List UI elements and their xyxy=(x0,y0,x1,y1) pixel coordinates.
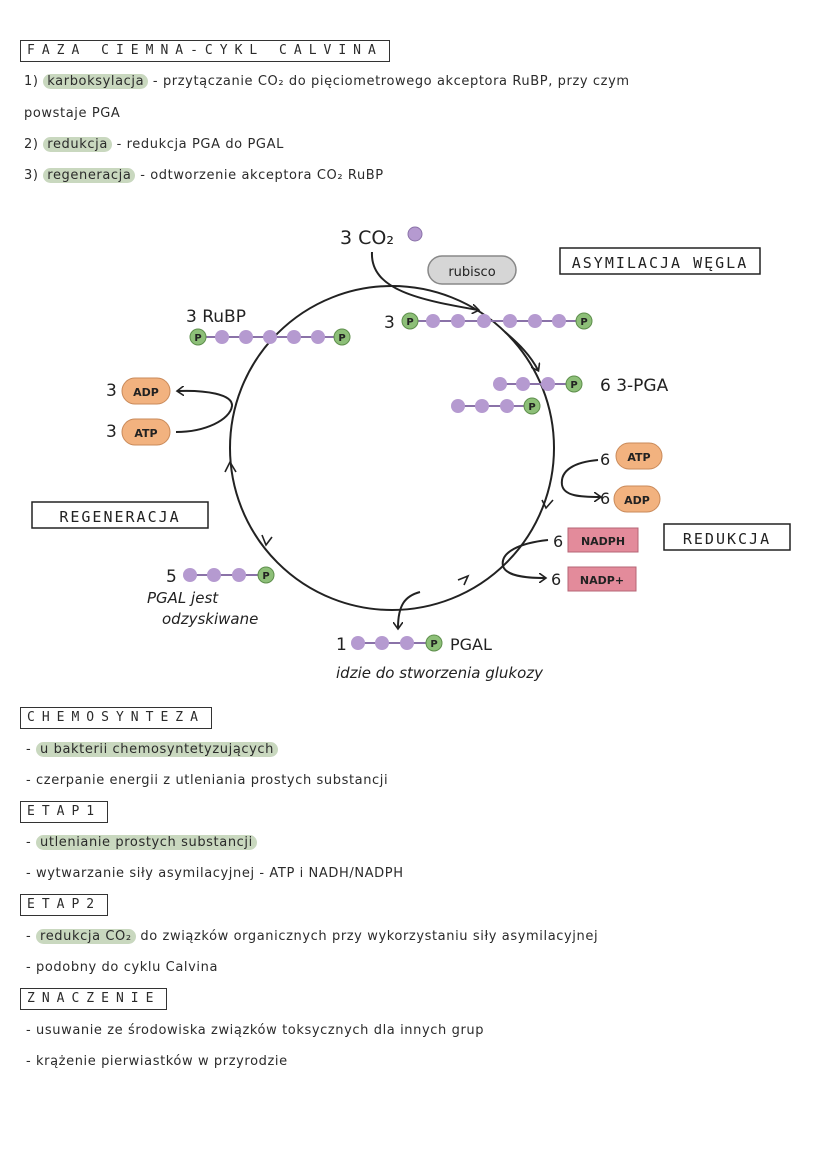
atp-badge-right xyxy=(615,442,663,470)
calvin-step-1-cont: powstaje PGA xyxy=(24,106,121,121)
rubp-molecule: P P xyxy=(189,328,351,346)
calvin-step-1: 1) karboksylacja - przytączanie CO₂ do p… xyxy=(24,74,630,89)
atp-label: ATP xyxy=(627,451,650,464)
znaczenie-line-1: - usuwanie ze środowiska związków toksyc… xyxy=(26,1023,485,1038)
rubisco-label: rubisco xyxy=(448,265,495,280)
phosphate-label: P xyxy=(338,333,345,344)
etap1-line-2: - wytwarzanie siły asymilacyjnej - ATP i… xyxy=(26,866,404,881)
left-atp-arrow xyxy=(176,391,233,433)
nadph-count: 6 xyxy=(553,532,563,551)
atp-badge-left xyxy=(121,418,171,446)
intermediate-count: 3 xyxy=(384,313,395,333)
output-arrow xyxy=(398,591,421,628)
regeneration-box xyxy=(31,501,209,529)
output-label: PGAL xyxy=(450,635,492,654)
adp-label: ADP xyxy=(624,494,650,507)
phosphate-label: P xyxy=(430,639,437,650)
nadp-badge xyxy=(567,566,637,592)
znaczenie-line-2: - krążenie pierwiastków w przyrodzie xyxy=(26,1054,288,1069)
etap2-heading: ETAP2 xyxy=(20,894,109,916)
cycle-arrow-bottom-right xyxy=(457,574,470,586)
etap2-line-2: - podobny do cyklu Calvina xyxy=(26,960,219,975)
nadp-count: 6 xyxy=(551,570,561,589)
atp-adp-arrow xyxy=(560,459,600,497)
regeneration-label: REGENERACJA xyxy=(59,508,180,526)
recycled-count: 5 xyxy=(166,567,177,587)
calvin-cycle-diagram: 3 CO₂ rubisco ASYMILACJA WĘGLA 3 P P P xyxy=(31,226,791,682)
nadp-label: NADP+ xyxy=(580,574,624,587)
phosphate-label: P xyxy=(570,380,577,391)
left-atp-count: 3 xyxy=(106,422,117,442)
output-count: 1 xyxy=(336,635,347,655)
output-pgal-molecule: P xyxy=(351,634,443,652)
chemo-line-2: - czerpanie energii z utleniania prostyc… xyxy=(26,773,389,788)
intermediate-molecule: P P xyxy=(401,312,593,330)
etap2-line-1: - redukcja CO₂ do związków organicznych … xyxy=(26,929,599,944)
output-caption: idzie do stworzenia glukozy xyxy=(336,664,544,682)
left-adp-count: 3 xyxy=(106,381,117,401)
chemo-line-1: - u bakterii chemosyntetyzujących xyxy=(26,742,279,757)
co2-label: 3 CO₂ xyxy=(340,227,394,249)
phosphate-label: P xyxy=(262,571,269,582)
adp-badge-left xyxy=(121,377,171,405)
phosphate-label: P xyxy=(194,333,201,344)
recycled-text-1: PGAL jest xyxy=(147,589,219,607)
adp-label: ADP xyxy=(133,386,159,399)
etap1-line-1: - utlenianie prostych substancji xyxy=(26,835,257,850)
cycle-circle xyxy=(229,285,555,611)
phosphate-label: P xyxy=(580,317,587,328)
calvin-step-2: 2) redukcja - redukcja PGA do PGAL xyxy=(24,137,284,152)
phosphate-label: P xyxy=(528,402,535,413)
nadph-arrow xyxy=(501,539,549,578)
calvin-step-3: 3) regeneracja - odtworzenie akceptora C… xyxy=(24,168,384,183)
split-arrow xyxy=(504,331,538,370)
atp-in-count: 6 xyxy=(600,450,610,469)
pga-molecule-2: P xyxy=(451,397,541,415)
term-redukcja: redukcja xyxy=(43,137,112,152)
cycle-arrow-left xyxy=(224,460,237,473)
reduction-label: REDUKCJA xyxy=(683,530,771,548)
recycled-pgal-molecule: P xyxy=(183,566,275,584)
calvin-heading: FAZA CIEMNA-CYKL CALVINA xyxy=(20,40,390,62)
term-regeneracja: regeneracja xyxy=(43,168,136,183)
co2-arrow xyxy=(370,251,478,310)
asymilacja-label: ASYMILACJA WĘGLA xyxy=(572,254,749,272)
asymilacja-box xyxy=(559,247,761,275)
term-karboksylacja: karboksylacja xyxy=(43,74,149,89)
nadph-label: NADPH xyxy=(581,535,625,548)
cycle-arrow-right xyxy=(541,499,554,510)
pga-label: 6 3-PGA xyxy=(600,376,669,396)
znaczenie-heading: ZNACZENIE xyxy=(20,988,168,1010)
atp-label: ATP xyxy=(134,427,157,440)
nadph-badge xyxy=(567,527,639,553)
chemo-heading: CHEMOSYNTEZA xyxy=(20,707,212,729)
recycled-text-2: odzyskiwane xyxy=(162,610,258,628)
cycle-arrow-bottom-left xyxy=(261,534,273,547)
rubp-label: 3 RuBP xyxy=(186,307,246,327)
etap1-heading: ETAP1 xyxy=(20,801,109,823)
phosphate-label: P xyxy=(406,317,413,328)
rubisco-enzyme xyxy=(427,255,517,285)
reduction-box xyxy=(663,523,791,551)
pga-molecule-1: P xyxy=(493,375,583,393)
co2-molecule xyxy=(407,226,423,242)
adp-badge-right xyxy=(613,485,661,513)
adp-out-count: 6 xyxy=(600,489,610,508)
